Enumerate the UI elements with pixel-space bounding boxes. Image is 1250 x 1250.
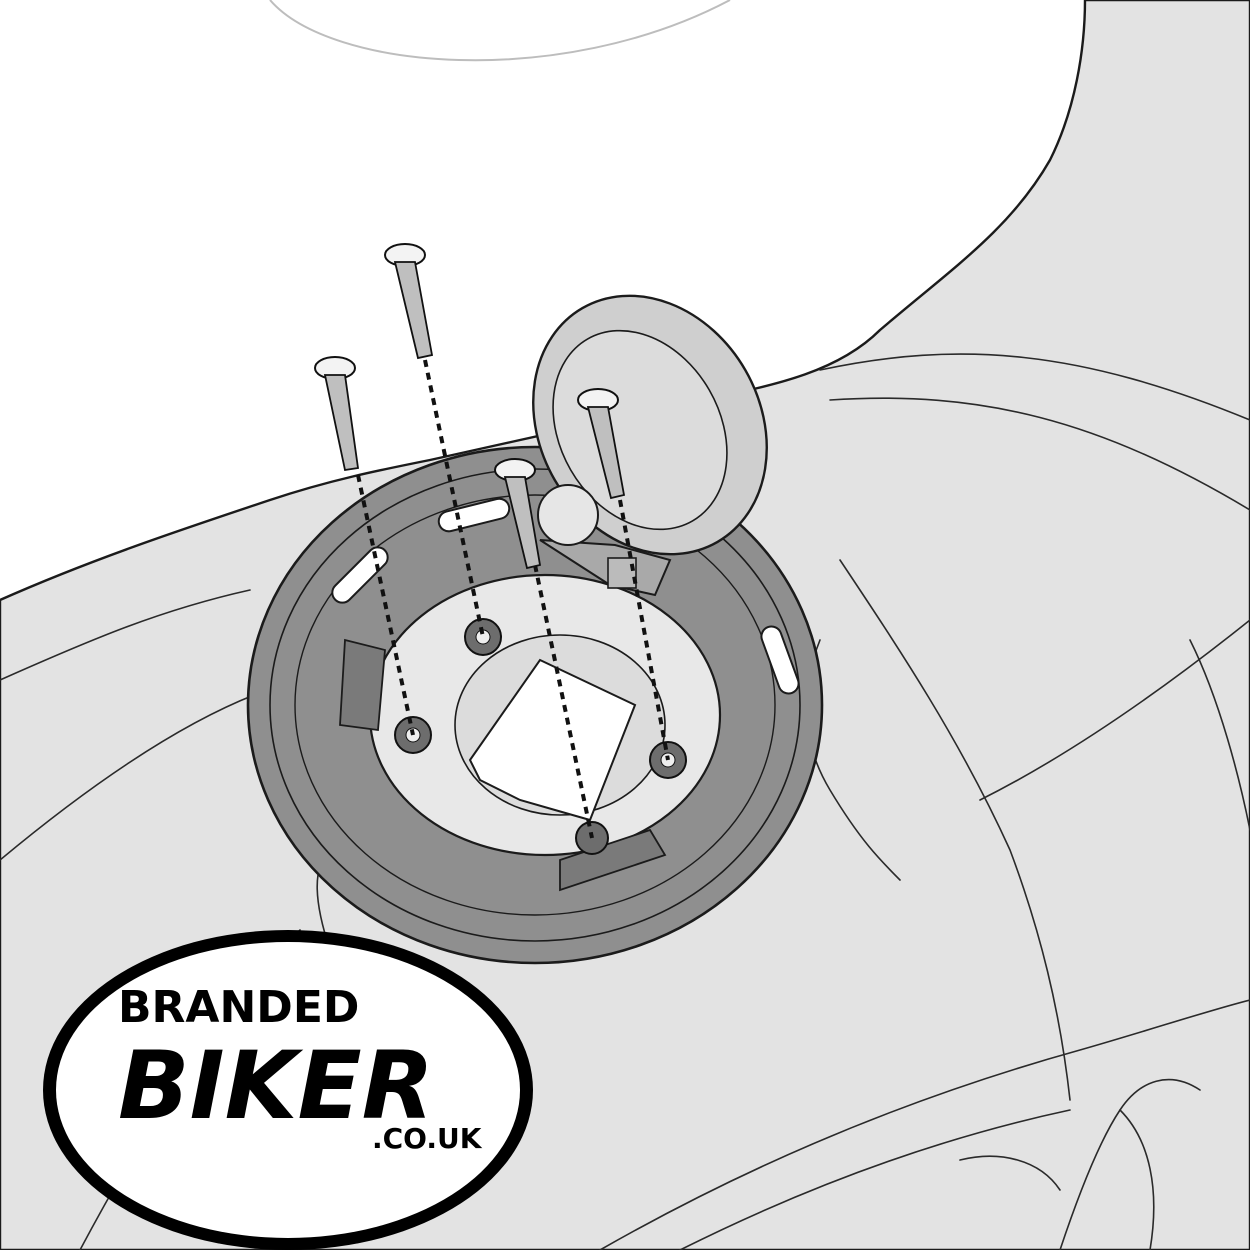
countersunk-screw bbox=[577, 388, 626, 500]
branded-biker-logo: BRANDED BIKER .CO.UK bbox=[43, 930, 533, 1250]
logo-line-1: BRANDED bbox=[118, 982, 359, 1033]
countersunk-screw bbox=[494, 458, 542, 570]
logo-line-2: BIKER bbox=[118, 1032, 434, 1141]
tank-lock-flange-ring bbox=[246, 445, 824, 965]
fuel-cap bbox=[532, 294, 768, 597]
logo-line-3: .CO.UK bbox=[372, 1122, 483, 1155]
screw-hole bbox=[464, 618, 502, 656]
countersunk-screw bbox=[314, 356, 360, 472]
alignment-guides bbox=[356, 359, 670, 839]
countersunk-screw bbox=[384, 243, 434, 360]
